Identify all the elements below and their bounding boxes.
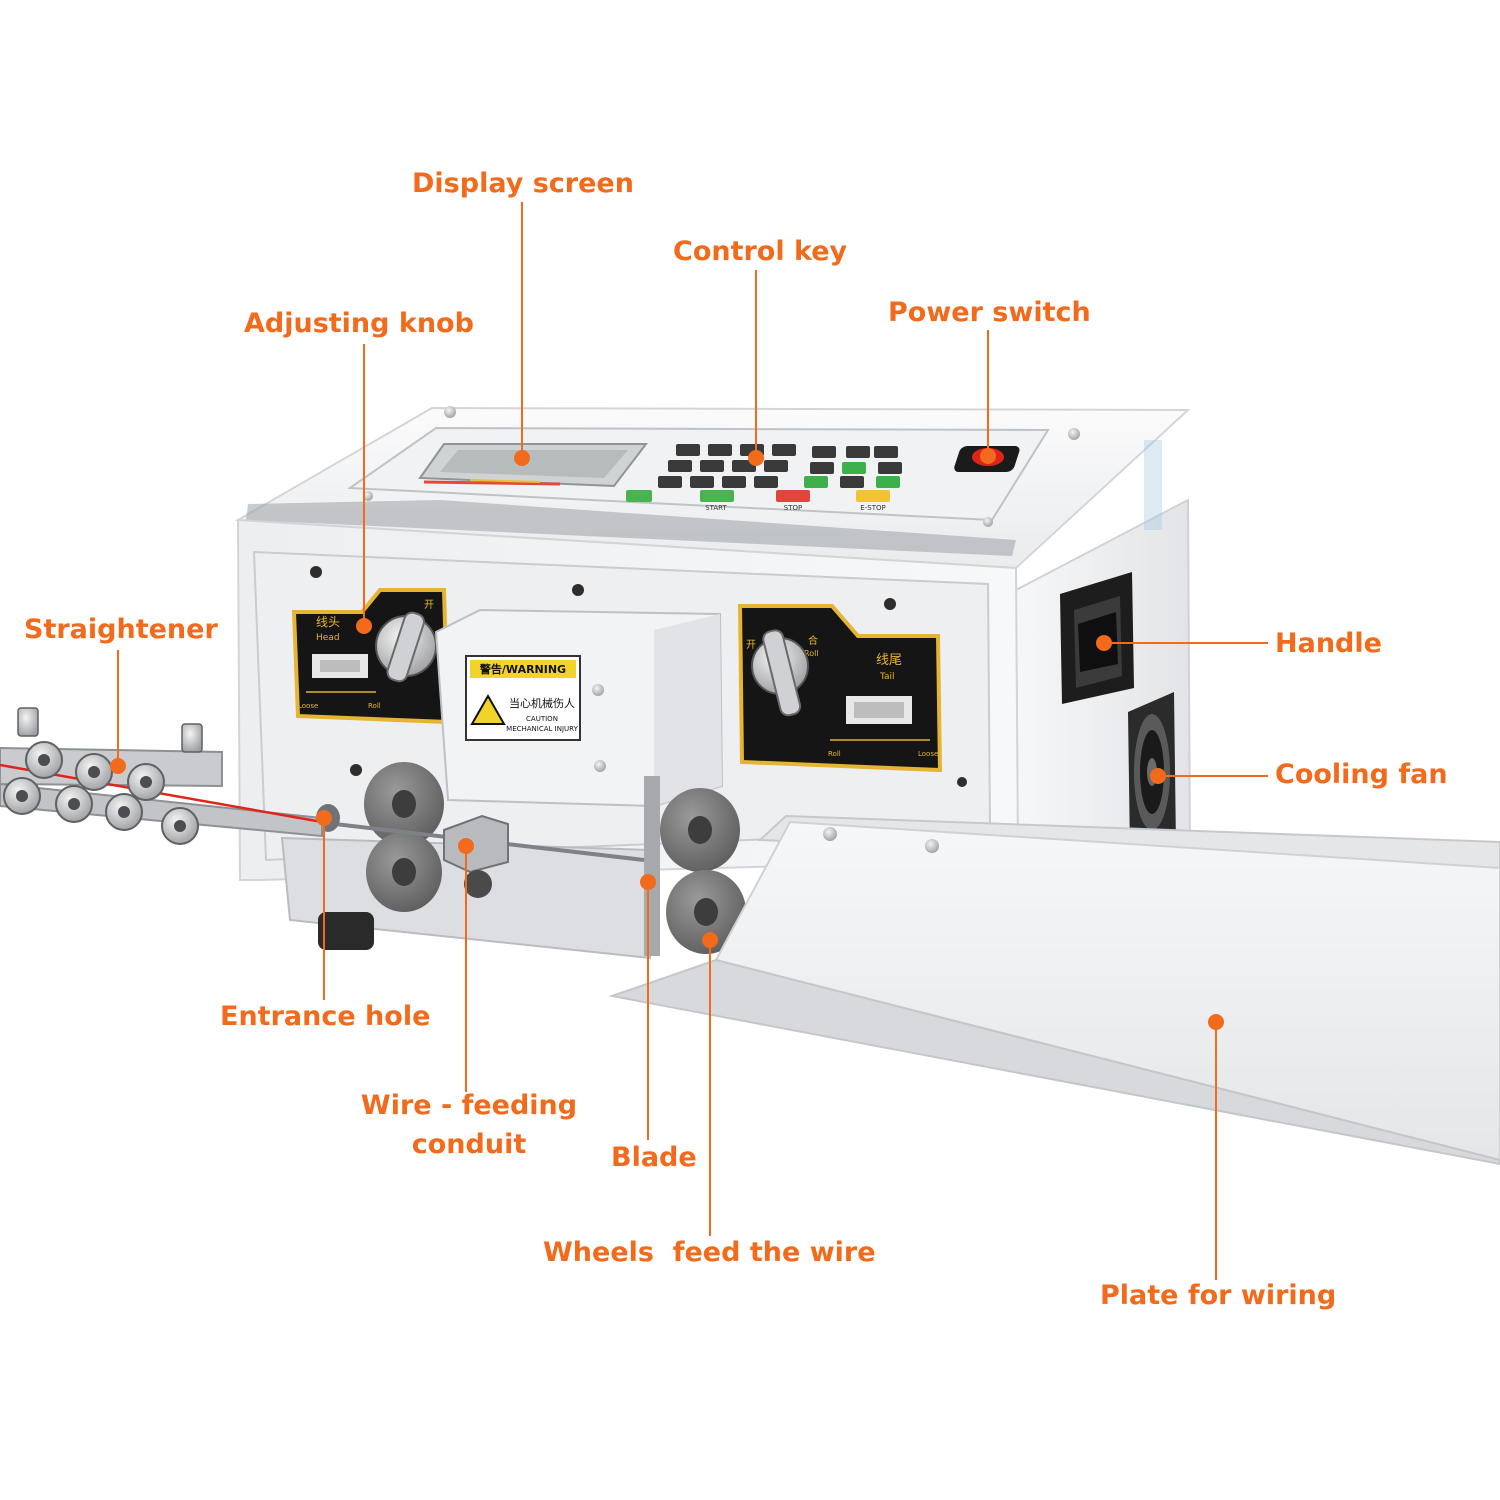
label-display-screen: Display screen <box>412 168 634 199</box>
label-cooling-fan: Cooling fan <box>1275 759 1448 790</box>
tail-roll-top-text: Roll <box>804 649 819 658</box>
tail-open-cn: 开 <box>746 640 756 651</box>
caution-line1-text: CAUTION <box>526 715 558 723</box>
tail-en-text: Tail <box>879 672 895 682</box>
label-adjusting-knob: Adjusting knob <box>244 308 474 339</box>
label-straightener: Straightener <box>24 614 218 645</box>
head-en-text: Head <box>316 633 340 643</box>
warning-sub-text: 当心机械伤人 <box>509 696 575 710</box>
label-power-switch: Power switch <box>888 297 1091 328</box>
label-control-key: Control key <box>673 236 848 267</box>
label-entrance-hole: Entrance hole <box>220 1001 431 1032</box>
feed-rollers <box>310 566 967 956</box>
start-key[interactable] <box>700 490 734 502</box>
ruler-strip <box>246 500 1016 556</box>
stop-key[interactable] <box>776 490 810 502</box>
head-open-cn: 开 <box>424 600 434 611</box>
label-handle: Handle <box>1275 628 1382 659</box>
blade-plate <box>644 776 660 956</box>
head-cn-text: 线头 <box>316 615 340 629</box>
keypad[interactable] <box>658 444 902 488</box>
tail-cn-text: 线尾 <box>876 653 902 668</box>
label-wheels-feed-wire: Wheels feed the wire <box>543 1237 876 1268</box>
estop-key-text: E-STOP <box>860 504 885 512</box>
start-key-green[interactable] <box>626 490 652 502</box>
label-wire-feeding-line2: conduit <box>411 1129 527 1161</box>
label-plate-for-wiring: Plate for wiring <box>1100 1280 1337 1311</box>
head-loose-text: Loose <box>298 702 318 710</box>
display-lcd <box>440 450 628 478</box>
caution-line2-text: MECHANICAL INJURY <box>506 725 578 733</box>
stop-key-text: STOP <box>784 504 802 512</box>
label-blade: Blade <box>611 1142 697 1173</box>
callout-dots <box>110 448 1224 1030</box>
head-roll-text: Roll <box>368 702 381 710</box>
handle[interactable] <box>1060 572 1134 704</box>
tail-roll-text: Roll <box>828 750 841 758</box>
label-wire-feeding-conduit: Wire - feeding conduit <box>356 1086 582 1164</box>
start-key-text: START <box>705 504 727 512</box>
wire-feeding-conduit-block <box>443 814 509 874</box>
warning-title-text: 警告/WARNING <box>479 662 566 676</box>
machine-foot-left <box>318 912 374 950</box>
callout-lines <box>117 202 1268 1280</box>
head-adjust-panel: 线头 Head 开 Loose Roll <box>291 588 451 725</box>
cutter-housing: 警告/WARNING 当心机械伤人 CAUTION MECHANICAL INJ… <box>434 608 724 808</box>
tail-loose-text: Loose <box>918 750 938 758</box>
plate-for-wiring <box>608 814 1500 1166</box>
tail-close-cn: 合 <box>808 634 818 647</box>
tail-adjust-panel: 线尾 Tail 开 合 Roll Roll Loose <box>737 604 943 773</box>
side-logo <box>1144 440 1162 530</box>
label-wire-feeding-line1: Wire - feeding <box>360 1090 578 1121</box>
estop-key[interactable] <box>856 490 890 502</box>
